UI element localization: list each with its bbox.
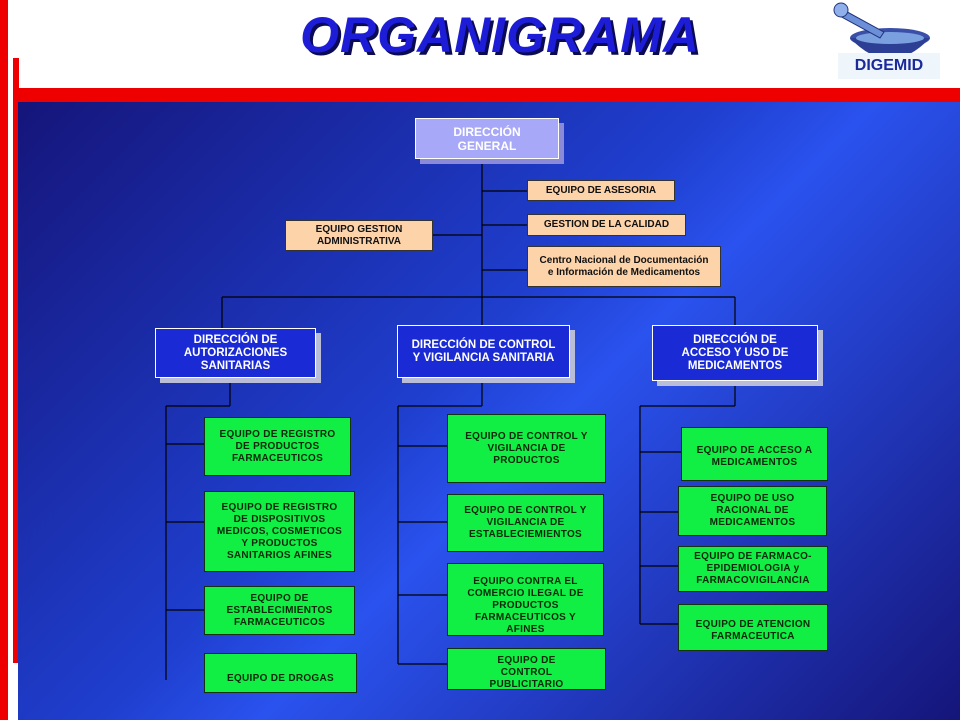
page-title: ORGANIGRAMA [300, 7, 700, 63]
gestion-calidad-box: GESTION DE LA CALIDAD [527, 214, 686, 236]
equipo-drogas-box: EQUIPO DE DROGAS [204, 653, 357, 693]
left-red-bar [0, 0, 8, 720]
equipo-asesoria-box: EQUIPO DE ASESORIA [527, 180, 675, 201]
equipo-establecimientos-box: EQUIPO DE ESTABLECIMIENTOS FARMACEUTICOS [204, 586, 355, 635]
left-red-stripe [13, 58, 19, 663]
direccion-acceso-uso-box: DIRECCIÓN DE ACCESO Y USO DE MEDICAMENTO… [652, 325, 818, 381]
equipo-farmacovigilancia-box: EQUIPO DE FARMACO-EPIDEMIOLOGIA y FARMAC… [678, 546, 828, 592]
direccion-general-box: DIRECCIÓN GENERAL [415, 118, 559, 159]
top-red-band [13, 88, 960, 102]
logo-label: DIGEMID [838, 53, 940, 79]
equipo-control-publicitario-box: EQUIPO DE CONTROL PUBLICITARIO [447, 648, 606, 690]
direccion-autorizaciones-box: DIRECCIÓN DE AUTORIZACIONES SANITARIAS [155, 328, 316, 378]
equipo-comercio-ilegal-box: EQUIPO CONTRA EL COMERCIO ILEGAL DE PROD… [447, 563, 604, 636]
equipo-control-productos-box: EQUIPO DE CONTROL Y VIGILANCIA DE PRODUC… [447, 414, 606, 483]
equipo-registro-dispositivos-box: EQUIPO DE REGISTRO DE DISPOSITIVOS MEDIC… [204, 491, 355, 572]
equipo-gestion-administrativa-box: EQUIPO GESTION ADMINISTRATIVA [285, 220, 433, 251]
equipo-atencion-farmaceutica-box: EQUIPO DE ATENCION FARMACEUTICA [678, 604, 828, 651]
equipo-acceso-medicamentos-box: EQUIPO DE ACCESO A MEDICAMENTOS [681, 427, 828, 481]
equipo-uso-racional-box: EQUIPO DE USO RACIONAL DE MEDICAMENTOS [678, 486, 827, 536]
cenadim-box: Centro Nacional de Documentación e Infor… [527, 246, 721, 287]
direccion-control-vigilancia-box: DIRECCIÓN DE CONTROL Y VIGILANCIA SANITA… [397, 325, 570, 378]
equipo-control-establecimientos-box: EQUIPO DE CONTROL Y VIGILANCIA DE ESTABL… [447, 494, 604, 552]
equipo-registro-productos-box: EQUIPO DE REGISTRO DE PRODUCTOS FARMACEU… [204, 417, 351, 476]
